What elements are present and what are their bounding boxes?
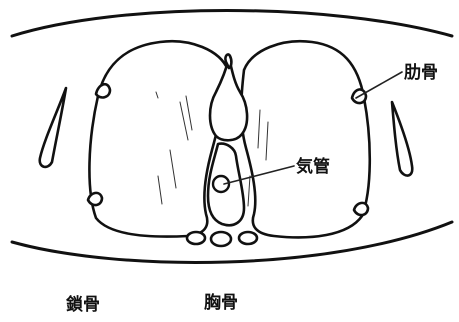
sternum-bones [187,232,257,246]
sternum-label: 胸骨 [204,292,238,313]
right-lung [241,41,370,237]
right-scapula [392,102,412,176]
rib-leader-line [356,72,402,98]
body-outline-bottom [12,222,452,262]
rib-label: 肋骨 [404,62,438,83]
trachea-label: 気管 [295,156,330,177]
left-scapula [40,88,66,167]
body-outline-top [12,11,452,37]
left-lung [89,41,228,236]
clavicle-label: 鎖骨 [66,294,100,315]
